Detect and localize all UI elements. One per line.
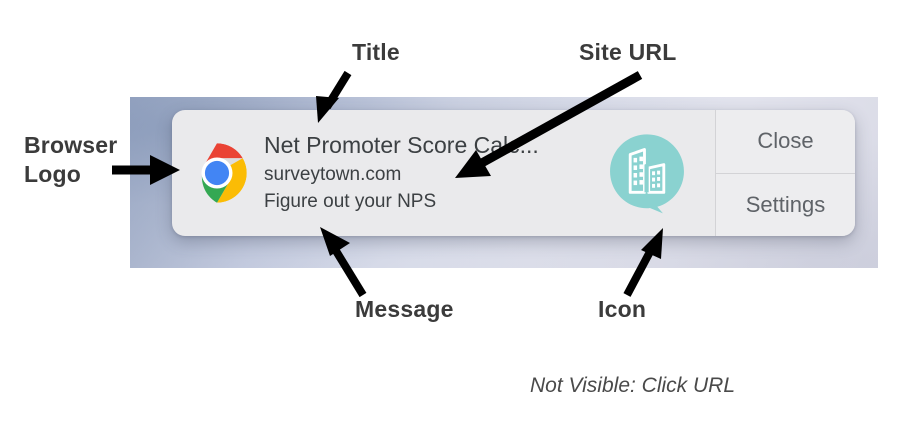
close-button[interactable]: Close: [716, 110, 855, 173]
notification-site-url[interactable]: surveytown.com: [264, 163, 402, 185]
footnote-not-visible-click-url: Not Visible: Click URL: [530, 374, 736, 397]
building-speech-bubble-icon: [605, 131, 689, 215]
annotation-label-message: Message: [355, 296, 454, 322]
annotation-label-title: Title: [352, 39, 400, 65]
chrome-logo-icon: [186, 142, 248, 204]
chrome-notification-card[interactable]: Net Promoter Score Calc... surveytown.co…: [172, 110, 855, 236]
notification-action-buttons[interactable]: Close Settings: [715, 110, 855, 236]
notification-message: Figure out your NPS: [264, 190, 437, 212]
settings-button[interactable]: Settings: [716, 172, 855, 236]
notification-title: Net Promoter Score Calc...: [264, 131, 539, 158]
notification-text-block: Net Promoter Score Calc... surveytown.co…: [264, 132, 591, 215]
notification-content-area[interactable]: Net Promoter Score Calc... surveytown.co…: [172, 110, 715, 236]
annotation-label-site-url: Site URL: [579, 39, 677, 65]
annotation-label-icon: Icon: [598, 296, 647, 322]
annotation-label-browser-logo: Browser Logo: [24, 132, 118, 187]
